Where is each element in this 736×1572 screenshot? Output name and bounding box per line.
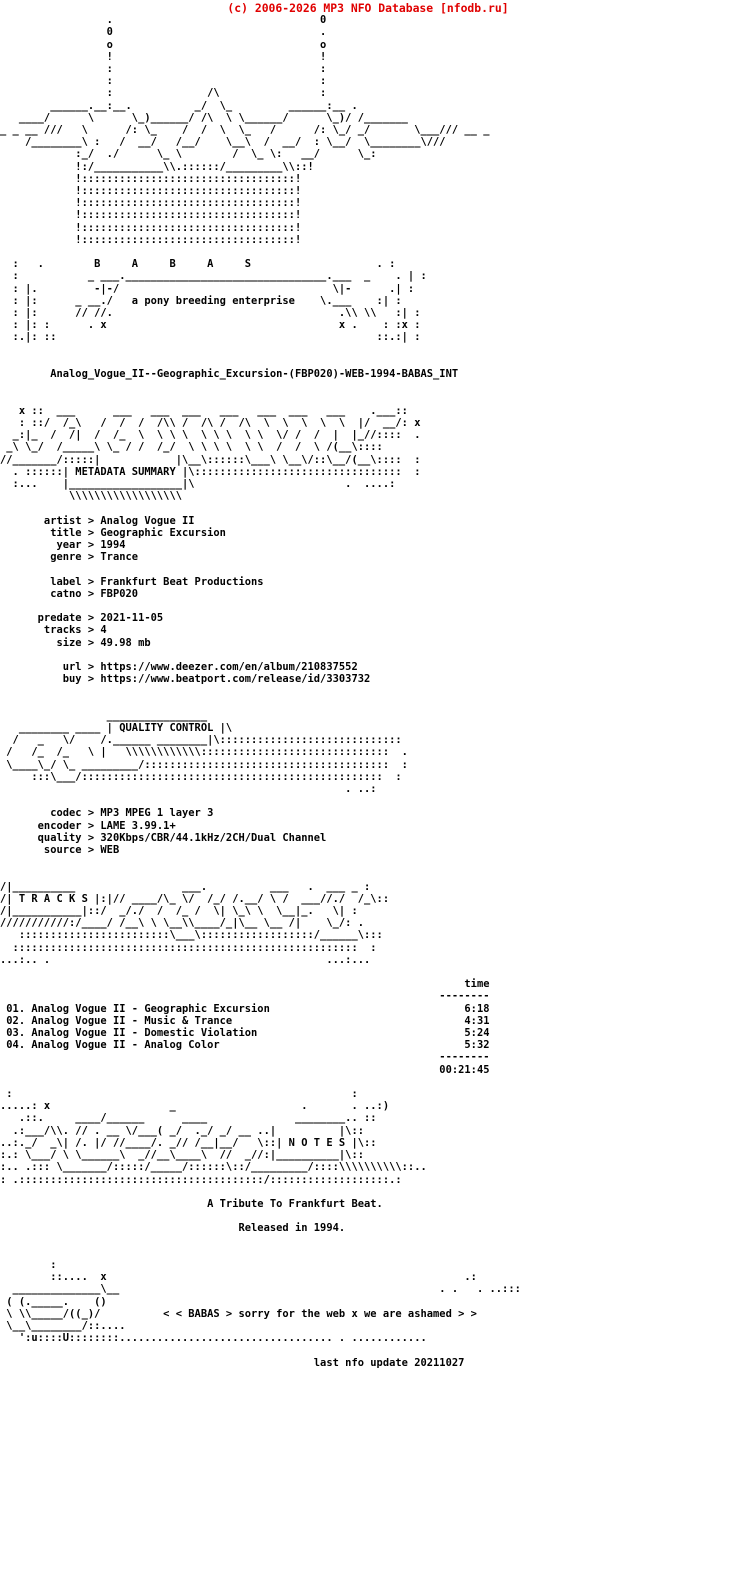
nfodb-copyright-banner: (c) 2006-2026 MP3 NFO Database [nfodb.ru… (227, 1, 509, 15)
nfo-ascii-body: . 0 0 . o o ! ! (0, 14, 521, 1369)
